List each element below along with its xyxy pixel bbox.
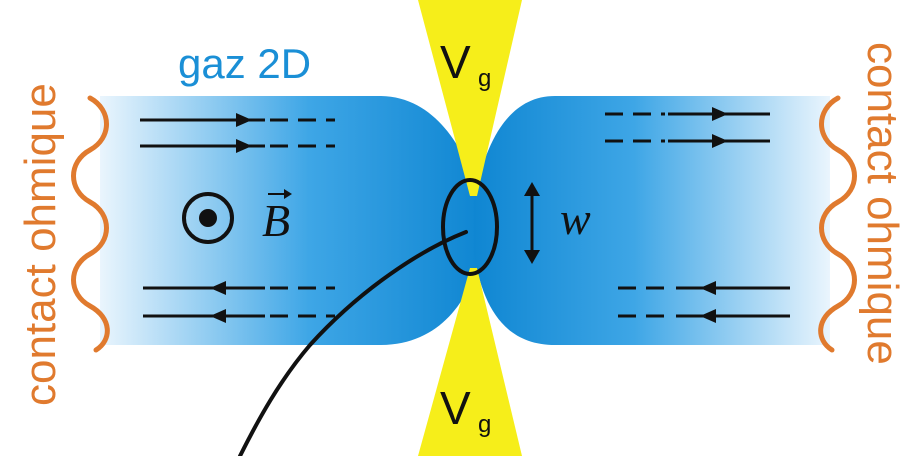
magnetic-field-label: B xyxy=(262,189,292,246)
gate-bottom-sub: g xyxy=(478,411,491,438)
contact-right-label: contact ohmique xyxy=(858,42,907,365)
gas-region-right xyxy=(474,96,830,345)
gate-top-v: V xyxy=(440,36,471,88)
field-symbol: B xyxy=(262,195,290,246)
width-symbol: w xyxy=(560,193,591,244)
gas-label: gaz 2D xyxy=(178,40,311,87)
gate-bottom-v: V xyxy=(440,382,471,434)
gate-top-sub: g xyxy=(478,65,491,92)
contact-left-label: contact ohmique xyxy=(16,83,65,406)
